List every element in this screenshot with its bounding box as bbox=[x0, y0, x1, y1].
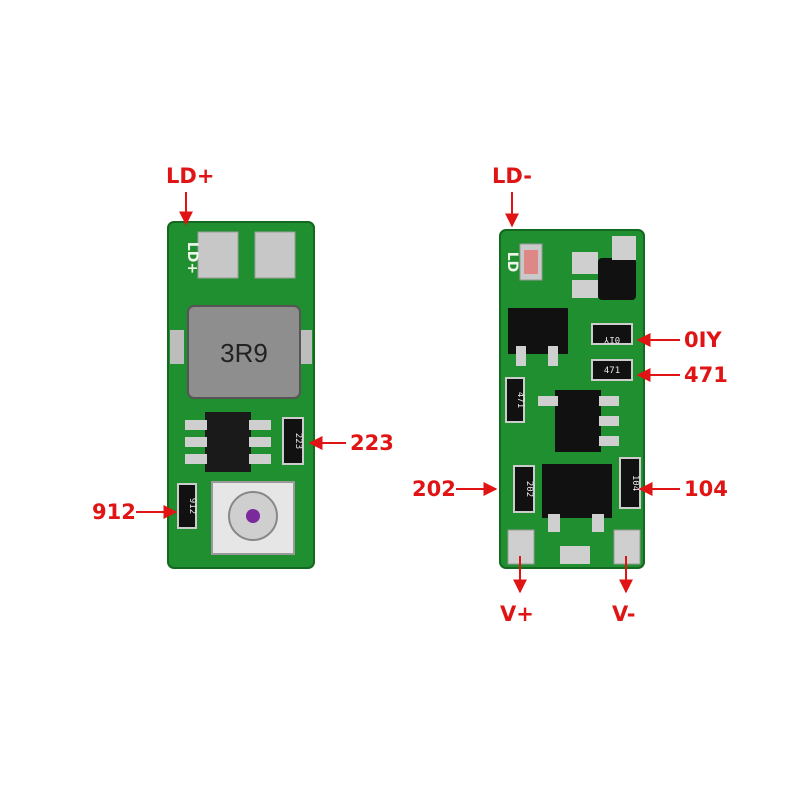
callout-104: 104 bbox=[684, 477, 728, 501]
resistor-202 bbox=[513, 465, 535, 513]
ld-plus-pad bbox=[197, 231, 239, 279]
resistor-223 bbox=[282, 417, 304, 465]
callout-202: 202 bbox=[412, 477, 456, 501]
pin bbox=[548, 514, 560, 532]
resistor-104-marking: 104 bbox=[630, 475, 640, 491]
callout-0iy: 0IY bbox=[684, 328, 722, 352]
mosfet bbox=[542, 464, 612, 518]
right-pcb-board: LD 0IY 471 471 bbox=[499, 229, 645, 569]
inductor-marking: 3R9 bbox=[220, 338, 268, 368]
ic-pin bbox=[185, 454, 207, 464]
pin bbox=[592, 514, 604, 532]
callout-471: 471 bbox=[684, 363, 728, 387]
ic-pin bbox=[599, 416, 619, 426]
callout-v-minus: V- bbox=[612, 602, 636, 626]
ic-pin bbox=[538, 396, 558, 406]
transistor bbox=[598, 258, 636, 300]
left-silkscreen-ld: LD+ bbox=[184, 242, 200, 274]
left-pcb-board: LD+ 3R9 223 912 bbox=[167, 221, 315, 569]
pad bbox=[612, 236, 636, 260]
ic-pin bbox=[599, 436, 619, 446]
callout-ld-plus: LD+ bbox=[166, 164, 215, 188]
resistor-223-marking: 223 bbox=[293, 433, 303, 449]
resistor-471-marking: 471 bbox=[604, 366, 620, 376]
ic-chip bbox=[555, 390, 601, 452]
pad bbox=[254, 231, 296, 279]
pin bbox=[516, 346, 526, 366]
resistor-0iy-marking: 0IY bbox=[603, 334, 620, 344]
resistor-912 bbox=[177, 483, 197, 529]
callout-arrows bbox=[136, 192, 680, 594]
resistor-471-side bbox=[505, 377, 525, 423]
edge-pad bbox=[298, 330, 312, 364]
resistor-0iy bbox=[591, 323, 633, 345]
callout-v-plus: V+ bbox=[500, 602, 534, 626]
ic-pin bbox=[249, 437, 271, 447]
right-silkscreen-ld: LD bbox=[504, 252, 520, 273]
capacitor bbox=[572, 252, 598, 274]
inductor bbox=[187, 305, 301, 399]
capacitor bbox=[572, 280, 598, 298]
pin bbox=[548, 346, 558, 366]
callout-912: 912 bbox=[92, 500, 136, 524]
ic-pin bbox=[185, 420, 207, 430]
ic-pin bbox=[249, 454, 271, 464]
ic-pin bbox=[599, 396, 619, 406]
ic-pin bbox=[249, 420, 271, 430]
ic-pin bbox=[185, 437, 207, 447]
callout-ld-minus: LD- bbox=[492, 164, 532, 188]
resistor-471 bbox=[591, 359, 633, 381]
capacitor bbox=[560, 546, 590, 564]
resistor-912-marking: 912 bbox=[187, 498, 197, 514]
resistor-202-marking: 202 bbox=[524, 481, 534, 497]
pot-wiper bbox=[246, 509, 260, 523]
resistor-471-side-marking: 471 bbox=[515, 392, 525, 408]
edge-pad bbox=[170, 330, 184, 364]
ic-chip bbox=[205, 412, 251, 472]
callout-223: 223 bbox=[350, 431, 394, 455]
